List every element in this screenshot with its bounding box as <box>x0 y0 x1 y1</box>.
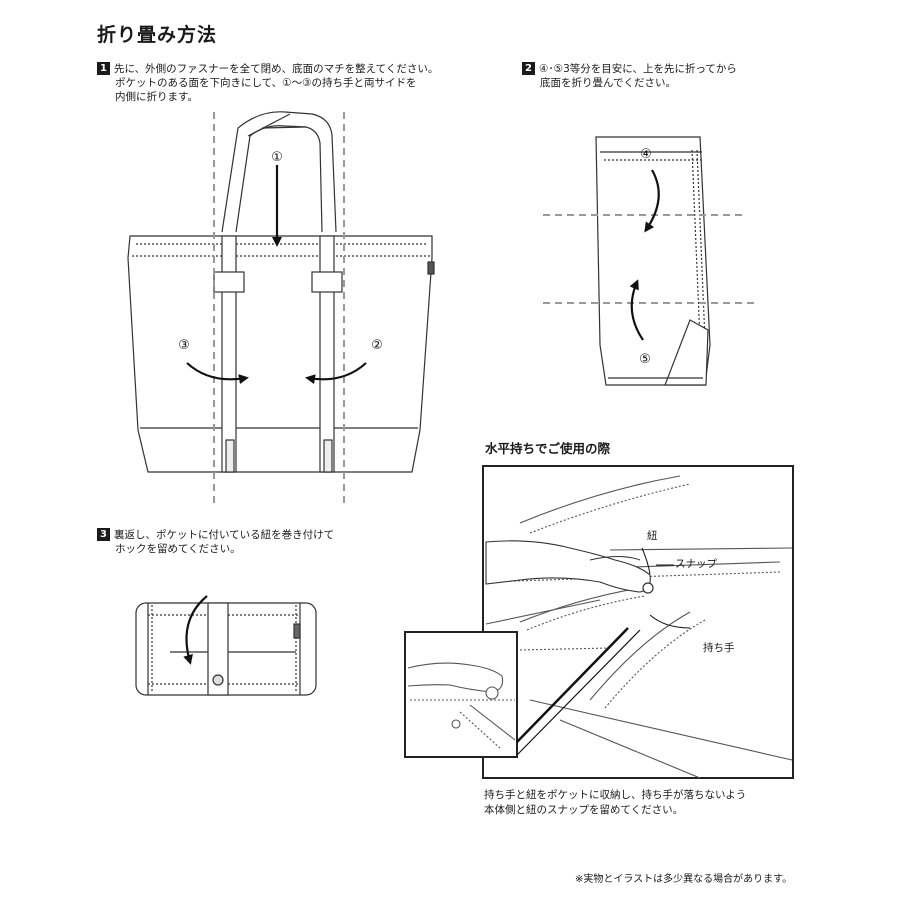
step-2-number: 2 <box>522 62 535 75</box>
marker-3: ③ <box>178 338 190 353</box>
fold-arrow-3 <box>186 362 249 385</box>
callout-cord-label: 紐 <box>647 530 658 542</box>
marker-2: ② <box>371 338 383 353</box>
step-2-text: 2 ④･⑤3等分を目安に、上を先に折ってから 底面を折り畳んでください。 <box>522 62 737 90</box>
fold-arrow-5 <box>629 279 644 341</box>
step-2-line-1: ④･⑤3等分を目安に、上を先に折ってから <box>539 63 737 75</box>
step-3-rolled-illustration <box>135 602 317 696</box>
horizontal-carry-title: 水平持ちでご使用の際 <box>485 441 611 456</box>
step-3-text: 3 裏返し、ポケットに付いている紐を巻き付けて ホックを留めてください。 <box>97 528 334 556</box>
step-2-line-2: 底面を折り畳んでください。 <box>540 77 676 89</box>
marker-5: ⑤ <box>639 352 651 367</box>
wrap-cord-arrow <box>183 595 208 665</box>
step-3-line-1: 裏返し、ポケットに付いている紐を巻き付けて <box>114 529 335 541</box>
page-title: 折り畳み方法 <box>97 24 218 46</box>
step-1-number: 1 <box>97 62 110 75</box>
caption-line-1: 持ち手と紐をポケットに収納し、持ち手が落ちないよう <box>484 789 747 801</box>
step-2-folded-illustration <box>595 136 711 386</box>
horizontal-carry-panel <box>404 465 794 779</box>
fold-arrow-4 <box>644 169 660 233</box>
step-3-number: 3 <box>97 528 110 541</box>
disclaimer-note: ※実物とイラストは多少異なる場合があります。 <box>575 874 793 885</box>
step-3-line-2: ホックを留めてください。 <box>115 543 241 555</box>
snap-icon <box>642 582 654 594</box>
marker-4: ④ <box>640 147 652 162</box>
marker-1: ① <box>271 150 283 165</box>
step-1-line-2: ポケットのある面を下向きにして、①～③の持ち手と両サイドを <box>115 77 417 89</box>
fold-arrow-2 <box>305 362 367 385</box>
step-1-line-1: 先に、外側のファスナーを全て閉め、底面のマチを整えてください。 <box>114 63 439 75</box>
step-1-bag-illustration <box>127 111 435 473</box>
callout-handle-label: 持ち手 <box>703 642 735 654</box>
caption-line-2: 本体側と紐のスナップを留めてください。 <box>484 804 684 816</box>
horizontal-carry-caption: 持ち手と紐をポケットに収納し、持ち手が落ちないよう 本体側と紐のスナップを留めて… <box>484 788 746 818</box>
step-1-text: 1 先に、外側のファスナーを全て閉め、底面のマチを整えてください。 ポケットのある… <box>97 62 438 104</box>
step-1-line-3: 内側に折ります。 <box>115 91 198 103</box>
callout-snap-label: スナップ <box>675 558 717 570</box>
